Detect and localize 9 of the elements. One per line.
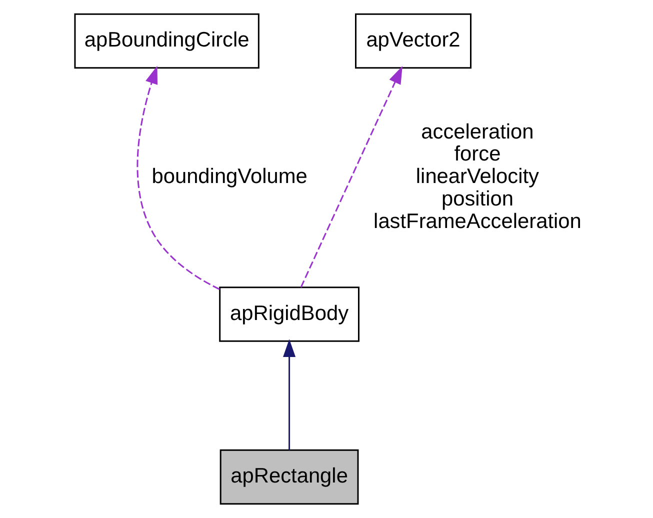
- node-box: apVector2: [354, 13, 471, 69]
- arrow: [282, 339, 296, 450]
- node-box: apRectangle: [219, 449, 358, 505]
- node-box: apBoundingCircle: [74, 13, 259, 69]
- arrow: [136, 66, 220, 290]
- node-box: apRigidBody: [218, 286, 359, 342]
- edge-label: acceleration force linearVelocity position lastFrameAcceleration: [373, 120, 581, 233]
- edge-label: boundingVolume: [151, 165, 307, 188]
- arrow: [300, 66, 402, 288]
